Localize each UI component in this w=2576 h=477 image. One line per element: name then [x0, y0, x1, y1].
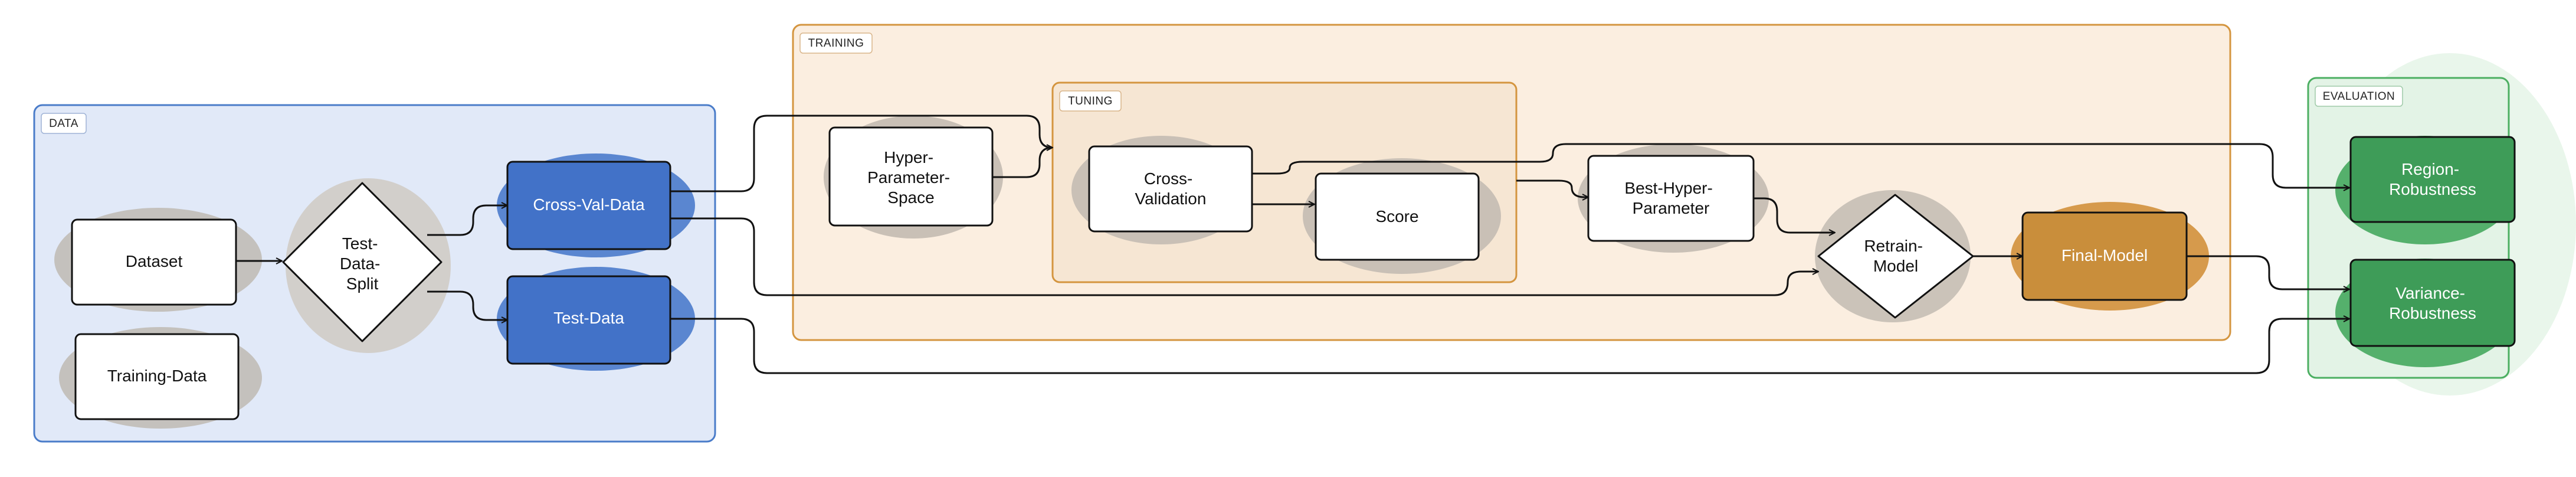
variance-robustness-node[interactable]: Variance- Robustness: [2349, 259, 2516, 347]
evaluation-group-label: EVALUATION: [2323, 90, 2395, 103]
hyper-parameter-space-node[interactable]: Hyper- Parameter- Space: [828, 126, 994, 227]
training-data-label: Training-Data: [107, 367, 207, 385]
edge-crossvalidation-to-region: [1252, 143, 2349, 188]
region-robustness-label: Region- Robustness: [2389, 160, 2476, 198]
best-hyper-parameter-label: Best-Hyper- Parameter: [1624, 179, 1717, 217]
dataset-node[interactable]: Dataset: [71, 218, 237, 306]
dataset-label: Dataset: [126, 252, 183, 270]
region-robustness-node[interactable]: Region- Robustness: [2349, 136, 2516, 223]
test-data-split-label: Test- Data- Split: [340, 234, 385, 293]
test-data-node[interactable]: Test-Data: [506, 275, 671, 365]
edge-finalmodel-to-variance: [2187, 255, 2349, 289]
edge-hyperspace-to-tuning: [992, 146, 1053, 178]
retrain-model-label: Retrain- Model: [1864, 237, 1927, 275]
cross-val-data-node[interactable]: Cross-Val-Data: [506, 161, 671, 250]
hyper-parameter-space-label: Hyper- Parameter- Space: [867, 148, 955, 207]
final-model-node[interactable]: Final-Model: [2021, 211, 2188, 301]
variance-robustness-label: Variance- Robustness: [2389, 284, 2476, 322]
retrain-model-node[interactable]: Retrain- Model: [1817, 194, 1974, 319]
edge-crossval-to-retrain: [670, 217, 1818, 296]
data-group-label: DATA: [49, 117, 78, 130]
cross-validation-node[interactable]: Cross- Validation: [1088, 145, 1253, 233]
edge-tuning-to-besthyper: [1516, 179, 1588, 197]
cross-validation-label: Cross- Validation: [1135, 169, 1207, 208]
edges: [236, 115, 2349, 374]
edge-besthyper-to-retrain: [1754, 197, 1835, 233]
test-data-label: Test-Data: [553, 309, 624, 327]
edge-testdata-to-variance: [670, 319, 2349, 374]
training-group-label: TRAINING: [808, 37, 864, 50]
tuning-group-label: TUNING: [1068, 95, 1113, 107]
score-label: Score: [1375, 207, 1418, 226]
final-model-label: Final-Model: [2062, 246, 2148, 264]
edge-crossval-to-hyperspace: [670, 115, 1053, 192]
edge-split-to-testdata: [427, 290, 507, 320]
edge-split-to-crossval: [427, 205, 507, 236]
cross-val-data-label: Cross-Val-Data: [533, 195, 645, 214]
test-data-split-node[interactable]: Test- Data- Split: [282, 182, 443, 342]
best-hyper-parameter-node[interactable]: Best-Hyper- Parameter: [1587, 155, 1755, 242]
score-node[interactable]: Score: [1315, 172, 1480, 261]
training-data-node[interactable]: Training-Data: [74, 333, 240, 420]
